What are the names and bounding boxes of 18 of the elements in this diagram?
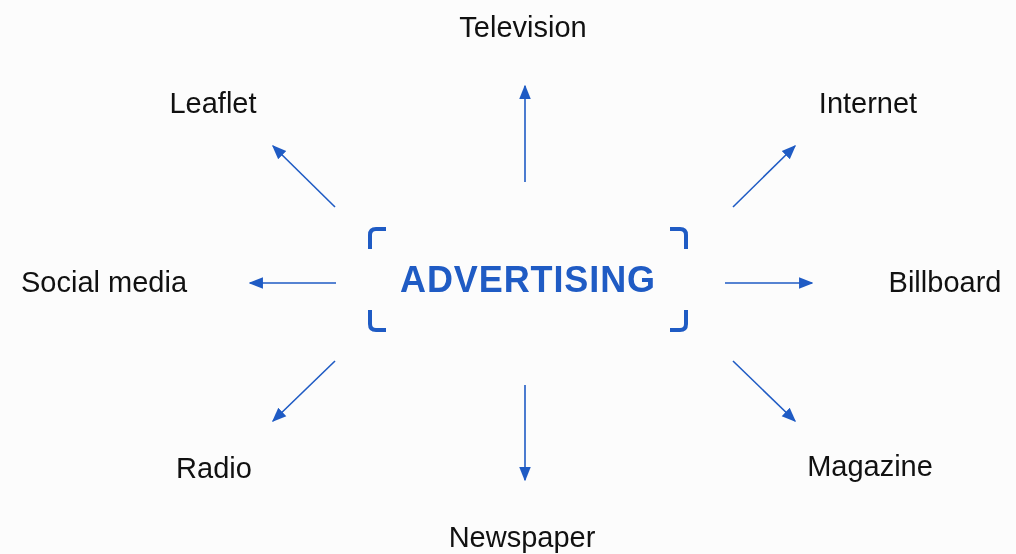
arrow [271,360,336,422]
title-text: ADVERTISING [400,257,656,302]
channel-label: Radio [176,453,252,483]
channel-label: Television [459,12,587,42]
channel-label: Billboard [888,267,1002,297]
arrow [732,360,797,422]
channel-label: Magazine [807,451,933,481]
bracketed-title-box [368,227,688,332]
arrow [248,277,337,289]
arrow [724,277,814,289]
channel-label: Newspaper [448,522,596,552]
channel-label: Internet [818,88,918,118]
channel-label: Leaflet [169,88,257,118]
arrow [519,84,531,183]
arrow [519,384,531,482]
arrow [271,145,336,208]
arrow [732,145,797,208]
channel-label: Social media [21,267,187,297]
